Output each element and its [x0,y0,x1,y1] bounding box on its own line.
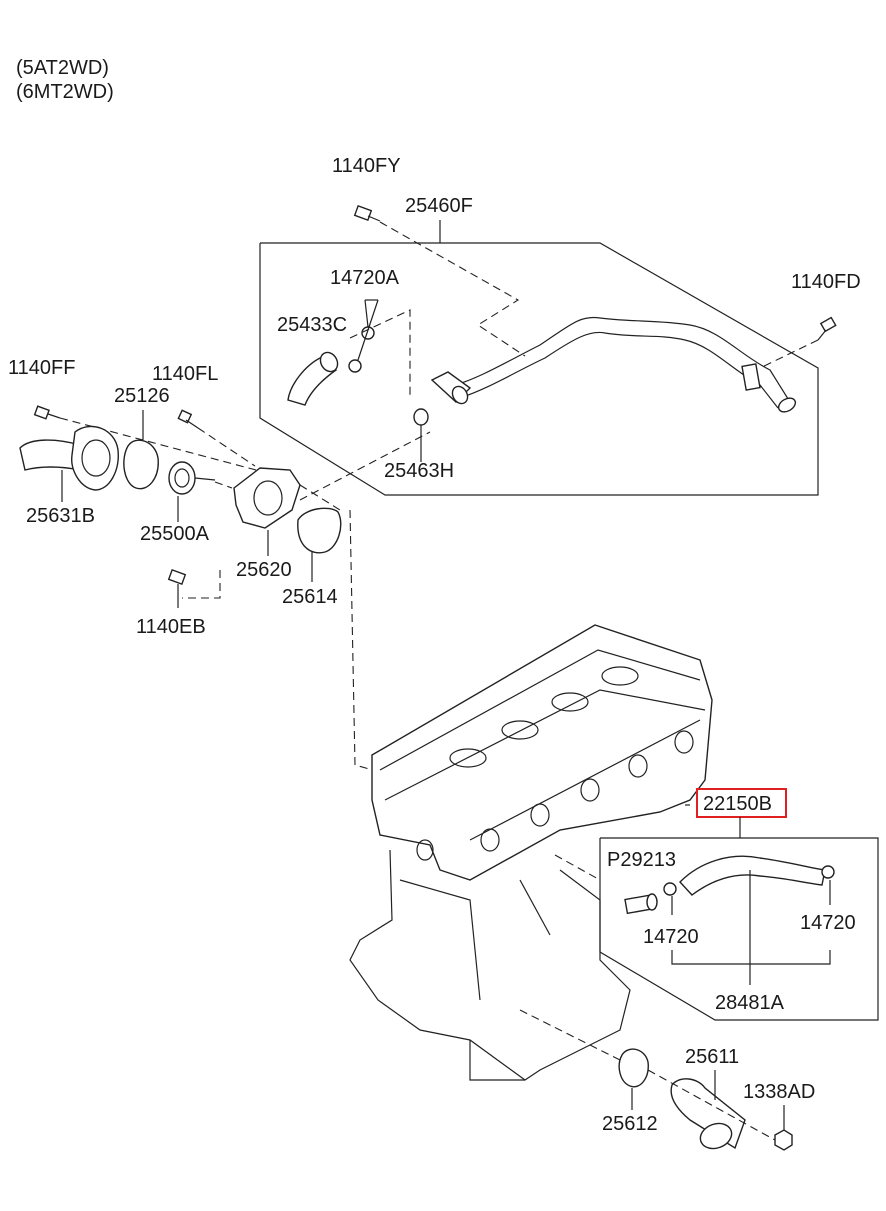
label-25126[interactable]: 25126 [114,385,170,407]
highlight-22150b: 22150B [685,788,787,838]
label-25460f[interactable]: 25460F [405,195,473,217]
label-1140eb[interactable]: 1140EB [136,616,206,638]
label-1140fd[interactable]: 1140FD [791,271,861,293]
label-22150b[interactable]: 22150B [703,793,772,815]
cylinder-head-engine [349,624,713,1081]
label-1338ad[interactable]: 1338AD [743,1081,815,1103]
lower-outlet-group [618,1048,793,1151]
header-line-1: (5AT2WD) [16,57,109,79]
bolt-1140fy [353,205,381,222]
header-line-2: (6MT2WD) [16,81,114,103]
label-25620[interactable]: 25620 [236,559,292,581]
upper-pipe-assembly [259,205,837,501]
label-p29213[interactable]: P29213 [607,849,676,871]
label-25433c[interactable]: 25433C [277,314,347,336]
label-25463h[interactable]: 25463H [384,460,454,482]
label-28481a[interactable]: 28481A [715,992,785,1014]
label-14720-left[interactable]: 14720 [643,926,699,948]
bolt-1140fd [817,316,837,341]
label-1140ff[interactable]: 1140FF [8,357,75,379]
label-25500a[interactable]: 25500A [140,523,210,545]
label-1140fy[interactable]: 1140FY [332,155,401,177]
label-25611[interactable]: 25611 [685,1046,739,1068]
label-25612[interactable]: 25612 [602,1113,658,1135]
thermostat-housing-group [19,405,381,773]
lower-hose-assembly [599,837,879,1021]
label-25614[interactable]: 25614 [282,586,338,608]
highlight-box [696,788,787,818]
label-1140fl[interactable]: 1140FL [152,363,218,385]
label-14720a[interactable]: 14720A [330,267,400,289]
label-25631b[interactable]: 25631B [26,505,95,527]
label-14720-right[interactable]: 14720 [800,912,856,934]
